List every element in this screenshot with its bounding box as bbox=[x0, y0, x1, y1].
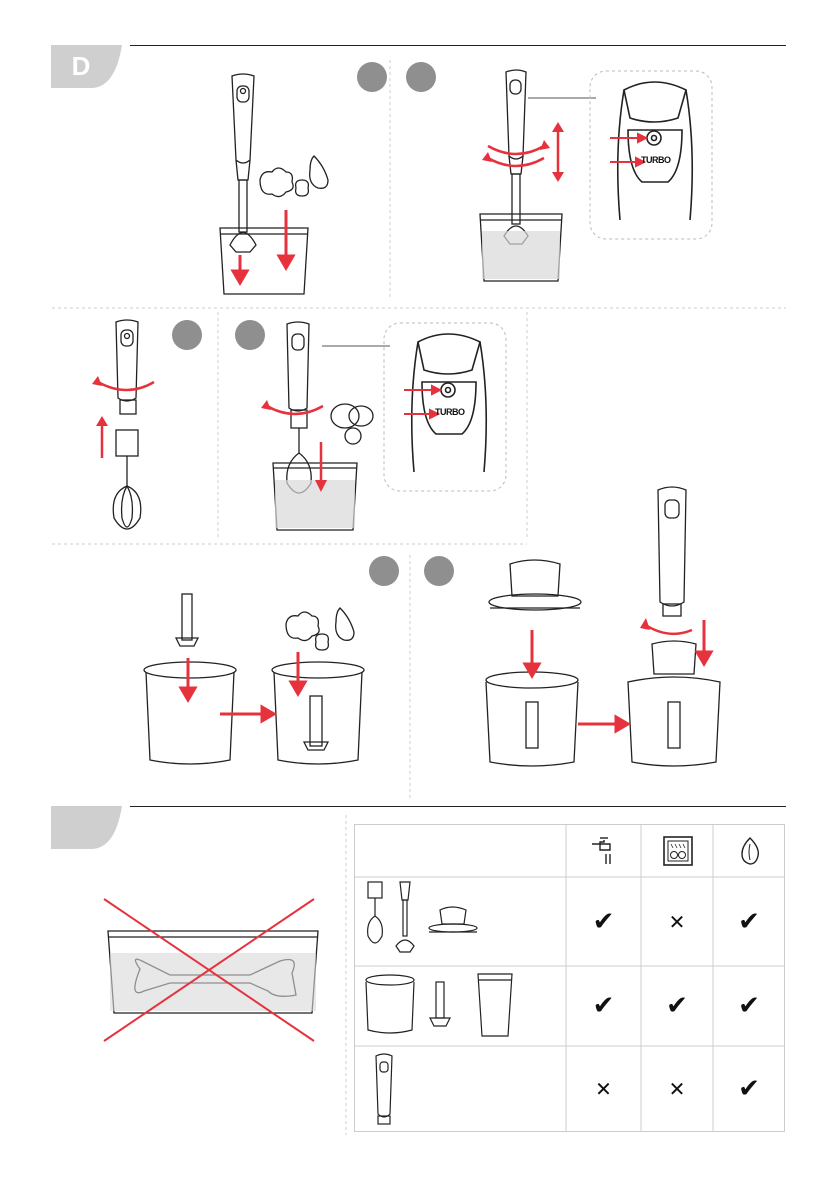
step-badge bbox=[406, 62, 436, 92]
section-e-tab-shape bbox=[51, 806, 122, 849]
cleaning-mark: ✔ bbox=[566, 877, 641, 966]
cleaning-mark: ✔ bbox=[566, 966, 641, 1046]
do-not-immerse-illustration bbox=[100, 895, 325, 1045]
control-zoom-panel-2 bbox=[322, 322, 512, 494]
control-zoom-panel-1 bbox=[528, 70, 718, 245]
blending-food-illustration bbox=[200, 70, 340, 305]
turbo-label: TURBO bbox=[435, 407, 465, 417]
cleaning-table: ✔ ✕ ✔ ✔ ✔ ✔ ✕ ✕ ✔ bbox=[354, 824, 785, 1132]
cleaning-mark: ✕ bbox=[641, 877, 713, 966]
section-e-tab bbox=[51, 806, 122, 849]
tap-icon bbox=[590, 836, 618, 866]
chopper-assembly-illustration bbox=[140, 580, 400, 775]
cleaning-mark: ✔ bbox=[713, 1046, 785, 1132]
step-badge bbox=[424, 556, 454, 586]
cloth-icon bbox=[738, 836, 762, 866]
step-badge bbox=[357, 62, 387, 92]
cleaning-mark: ✕ bbox=[566, 1046, 641, 1132]
cleaning-mark: ✔ bbox=[713, 877, 785, 966]
attach-whisk-illustration bbox=[80, 318, 190, 543]
turbo-label: TURBO bbox=[641, 155, 671, 165]
whisk-blender-foot-chopper-lid bbox=[362, 880, 492, 960]
section-e-rule bbox=[130, 806, 786, 807]
chopper-lid-motor-illustration bbox=[478, 484, 728, 774]
bowl-blade-beaker bbox=[362, 970, 542, 1046]
dishwasher-icon bbox=[663, 836, 693, 866]
cleaning-mark: ✔ bbox=[641, 966, 713, 1046]
motor-unit bbox=[368, 1052, 408, 1130]
cleaning-mark: ✕ bbox=[641, 1046, 713, 1132]
cleaning-mark: ✔ bbox=[713, 966, 785, 1046]
